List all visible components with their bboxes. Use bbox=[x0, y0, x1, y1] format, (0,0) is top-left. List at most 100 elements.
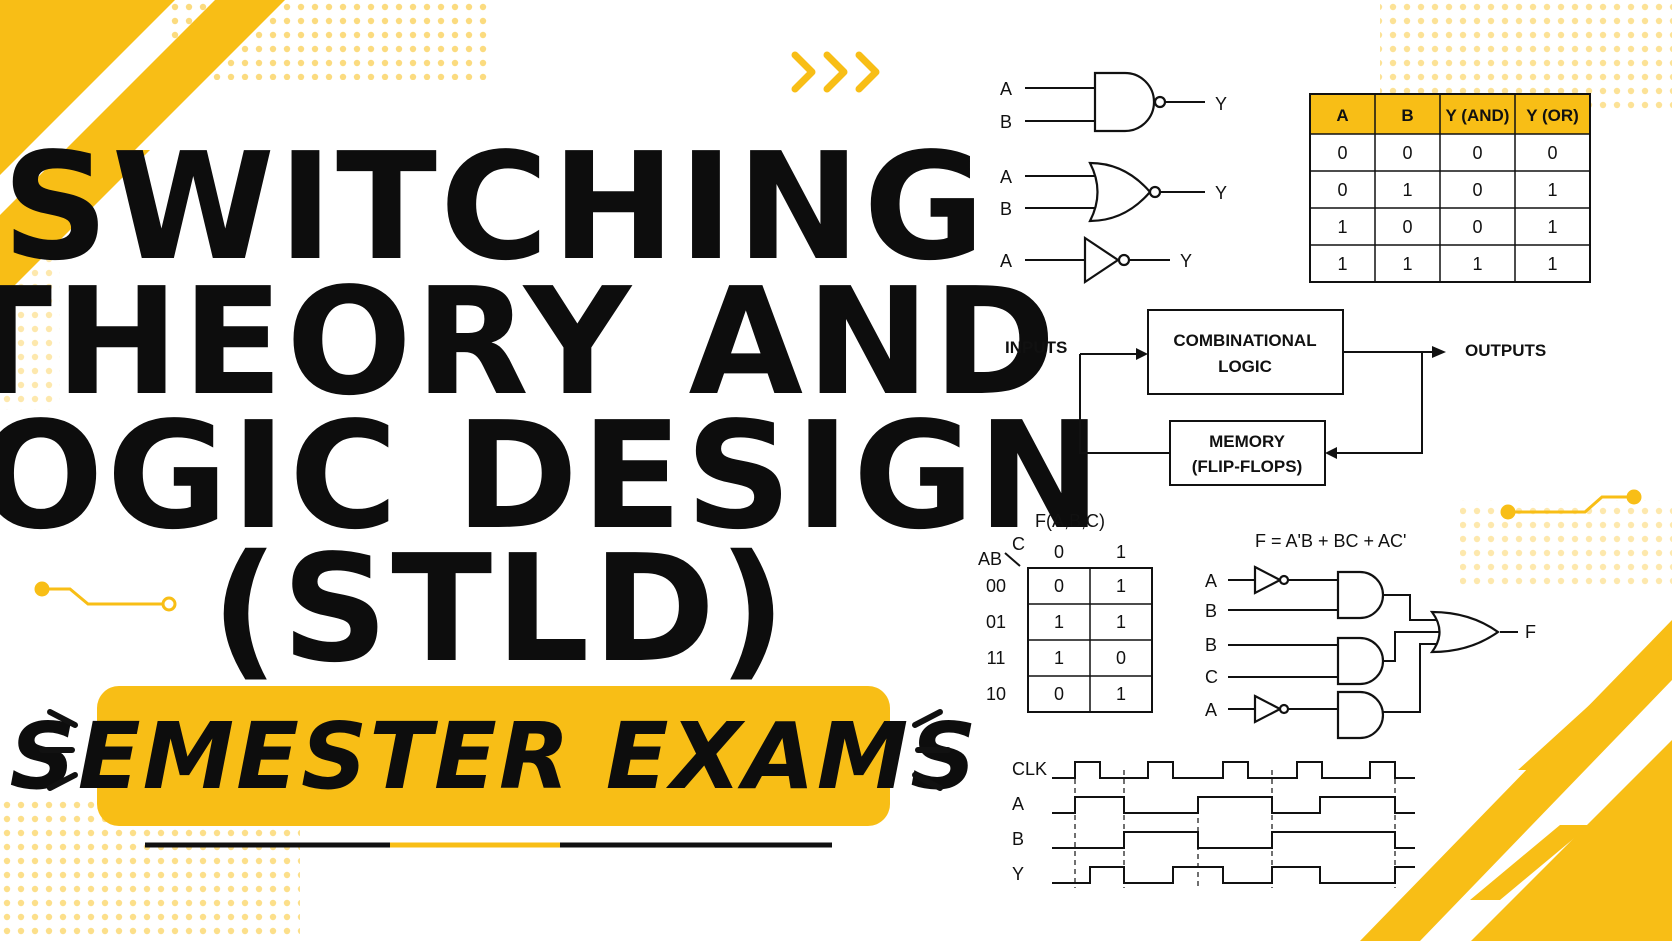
circuit-expression: F = A'B + BC + AC' bbox=[1255, 531, 1406, 551]
truth-table-cell: 1 bbox=[1547, 217, 1557, 237]
truth-table-header: Y (OR) bbox=[1526, 106, 1579, 125]
circuit-input-label: A bbox=[1205, 700, 1217, 720]
gate-input-label: A bbox=[1000, 251, 1012, 271]
outputs-label: OUTPUTS bbox=[1465, 341, 1546, 360]
not-gate-diagram: A Y bbox=[1000, 235, 1192, 285]
and-gate-icon bbox=[1336, 570, 1385, 620]
memory-label-line1: MEMORY bbox=[1209, 432, 1286, 451]
or-gate-diagram: A B Y bbox=[1000, 161, 1227, 223]
kmap-col-var: C bbox=[1012, 534, 1025, 554]
kmap-cell: 1 bbox=[1116, 684, 1126, 704]
comb-label-line1: COMBINATIONAL bbox=[1173, 331, 1316, 350]
and-gate-icon bbox=[1336, 690, 1385, 740]
circuit-input-label: C bbox=[1205, 667, 1218, 687]
combinational-logic-box bbox=[1147, 309, 1344, 395]
title-line-1: SWITCHING bbox=[2, 121, 988, 293]
truth-table-cell: 1 bbox=[1547, 180, 1557, 200]
timing-signal-label: Y bbox=[1012, 864, 1024, 884]
kmap-row-var: AB bbox=[978, 549, 1002, 569]
truth-table-header-bg bbox=[1310, 94, 1590, 134]
truth-table-cell: 0 bbox=[1337, 180, 1347, 200]
truth-table-cell: 1 bbox=[1472, 254, 1482, 274]
timing-waveform bbox=[1052, 761, 1415, 779]
memory-label-line2: (FLIP-FLOPS) bbox=[1192, 457, 1302, 476]
truth-table-cell: 0 bbox=[1472, 180, 1482, 200]
halftone-bottom-right bbox=[1460, 500, 1672, 590]
or-gate-icon bbox=[1429, 610, 1500, 654]
timing-diagram: CLK ABY bbox=[1012, 759, 1415, 888]
truth-table-cell: 0 bbox=[1337, 143, 1347, 163]
kmap-cell: 1 bbox=[1054, 648, 1064, 668]
truth-table-header: A bbox=[1336, 106, 1348, 125]
kmap-cell: 1 bbox=[1116, 612, 1126, 632]
gate-input-label: A bbox=[1000, 79, 1012, 99]
gate-input-label: B bbox=[1000, 199, 1012, 219]
slash-stripe bbox=[1360, 620, 1672, 941]
truth-table-cell: 1 bbox=[1402, 254, 1412, 274]
gate-output-label: Y bbox=[1215, 94, 1227, 114]
and-gate-diagram: A B Y bbox=[1000, 71, 1227, 133]
truth-table-header: B bbox=[1401, 106, 1413, 125]
truth-table-cell: 1 bbox=[1337, 254, 1347, 274]
gate-output-label: Y bbox=[1180, 251, 1192, 271]
truth-table-cell: 0 bbox=[1402, 217, 1412, 237]
kmap-row-header: 01 bbox=[986, 612, 1006, 632]
kmap-row-header: 10 bbox=[986, 684, 1006, 704]
not-gate-icon bbox=[1253, 565, 1283, 595]
combinational-circuit: F = A'B + BC + AC' A B B C A F bbox=[1205, 531, 1536, 740]
truth-table-frame bbox=[1309, 93, 1591, 283]
inputs-label: INPUTS bbox=[1005, 338, 1067, 357]
slash-stripe bbox=[1518, 630, 1672, 770]
slash-stripe bbox=[20, 90, 170, 220]
gate-input-label: A bbox=[1000, 167, 1012, 187]
or-gate-icon bbox=[1088, 161, 1152, 223]
and-gate-icon bbox=[1093, 71, 1156, 133]
kmap-cell: 0 bbox=[1054, 684, 1064, 704]
timing-signal-label: CLK bbox=[1012, 759, 1047, 779]
timing-signal-label: B bbox=[1012, 829, 1024, 849]
truth-table-cell: 0 bbox=[1402, 143, 1412, 163]
kmap-col-header: 1 bbox=[1116, 542, 1126, 562]
slash-stripe bbox=[1471, 740, 1672, 941]
burst-lines-icon bbox=[39, 709, 951, 791]
kmap-cell: 0 bbox=[1116, 648, 1126, 668]
circuit-input-label: A bbox=[1205, 571, 1217, 591]
halftone-top-right bbox=[1380, 0, 1672, 110]
kmap-cell: 1 bbox=[1054, 612, 1064, 632]
comb-label-line2: LOGIC bbox=[1218, 357, 1272, 376]
not-gate-icon bbox=[1083, 235, 1120, 285]
circuit-output-label: F bbox=[1525, 622, 1536, 642]
circuit-trace-icon bbox=[1500, 489, 1642, 520]
slash-stripe bbox=[0, 0, 175, 175]
kmap-col-header: 0 bbox=[1054, 542, 1064, 562]
circuit-trace-icon bbox=[34, 581, 177, 612]
timing-signal-label: A bbox=[1012, 794, 1024, 814]
truth-table-cell: 0 bbox=[1472, 143, 1482, 163]
timing-waveform bbox=[1052, 796, 1415, 814]
not-gate-icon bbox=[1253, 694, 1283, 724]
title-line-3: LOGIC DESIGN bbox=[0, 390, 1104, 562]
kmap-function-label: F(A,B,C) bbox=[1035, 511, 1105, 531]
truth-table-cell: 1 bbox=[1402, 180, 1412, 200]
kmap-row-header: 11 bbox=[987, 648, 1006, 668]
truth-table-cell: 0 bbox=[1472, 217, 1482, 237]
chevron-arrows-icon bbox=[791, 51, 880, 93]
gate-output-label: Y bbox=[1215, 183, 1227, 203]
circuit-input-label: B bbox=[1205, 601, 1217, 621]
title-line-4: (STLD) bbox=[211, 523, 789, 695]
exam-banner: SEMESTER EXAMS bbox=[9, 686, 977, 848]
truth-table-cell: 0 bbox=[1547, 143, 1557, 163]
timing-waveform bbox=[1052, 831, 1415, 849]
truth-table-cell: 1 bbox=[1337, 217, 1347, 237]
sequential-block-diagram: INPUTS OUTPUTS COMBINATIONAL LOGIC MEMOR… bbox=[1005, 309, 1546, 486]
kmap-cell: 1 bbox=[1116, 576, 1126, 596]
slash-stripe bbox=[1470, 825, 1590, 900]
title-line-2: THEORY AND bbox=[0, 256, 1059, 428]
circuit-input-label: B bbox=[1205, 635, 1217, 655]
gate-input-label: B bbox=[1000, 112, 1012, 132]
kmap-row-header: 00 bbox=[986, 576, 1006, 596]
slash-stripe bbox=[0, 150, 150, 300]
page-title: SWITCHING THEORY AND LOGIC DESIGN (STLD) bbox=[0, 121, 1104, 695]
